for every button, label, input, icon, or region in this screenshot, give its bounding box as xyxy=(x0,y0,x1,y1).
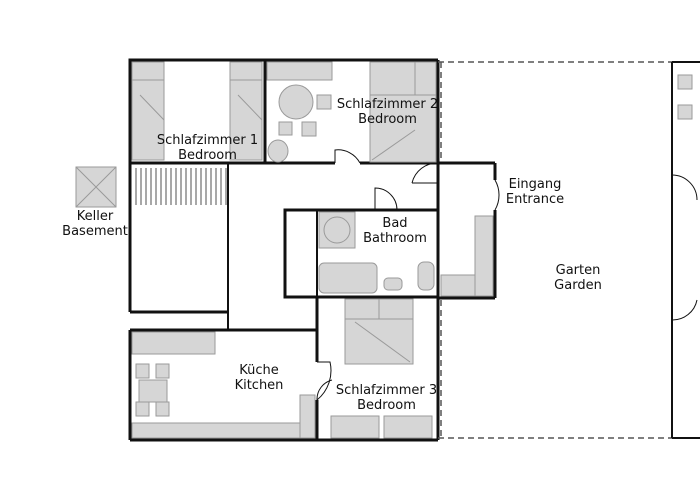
basement-name-en: Basement xyxy=(62,224,128,239)
bedroom3-label: Schlafzimmer 3 Bedroom xyxy=(329,383,444,413)
bedroom1-label: Schlafzimmer 1 Bedroom xyxy=(150,133,265,163)
kitchen-furniture xyxy=(131,331,316,439)
bathroom-name-de: Bad xyxy=(382,216,408,231)
chair xyxy=(155,363,170,379)
shoe-cabinet xyxy=(440,274,476,297)
round-table xyxy=(278,84,314,120)
entrance-furniture xyxy=(440,215,494,297)
chair xyxy=(155,401,170,417)
bed xyxy=(131,61,165,161)
basement-name-de: Keller xyxy=(76,209,114,224)
entrance-label: Eingang Entrance xyxy=(495,177,575,207)
bathtub xyxy=(318,262,378,294)
bedroom1-walls xyxy=(128,58,267,165)
entrance-name-en: Entrance xyxy=(505,192,565,207)
coat-rack xyxy=(474,215,494,297)
dining-table xyxy=(138,379,168,403)
bedroom1-name-de: Schlafzimmer 1 xyxy=(156,133,259,148)
garden-label: Garten Garden xyxy=(538,263,618,293)
chair xyxy=(301,121,317,137)
bedroom3-furniture xyxy=(330,298,433,439)
bed xyxy=(229,61,263,161)
counter xyxy=(131,422,301,439)
bedroom1-name-en: Bedroom xyxy=(178,148,237,163)
stair-steps xyxy=(135,168,227,205)
bedroom2-name-de: Schlafzimmer 2 xyxy=(336,97,439,112)
chair xyxy=(135,363,150,379)
bathroom-name-en: Bathroom xyxy=(363,231,427,246)
wardrobe xyxy=(266,61,333,81)
entrance-door xyxy=(494,179,500,211)
chair xyxy=(278,121,293,136)
kitchen-name-en: Kitchen xyxy=(234,378,284,393)
counter xyxy=(131,331,216,355)
kitchen-label: Küche Kitchen xyxy=(219,363,299,393)
garden-name-de: Garten xyxy=(555,263,601,278)
chair xyxy=(316,94,332,110)
basement-label: Keller Basement xyxy=(50,209,140,239)
shower xyxy=(318,211,356,249)
kitchen-name-de: Küche xyxy=(239,363,279,378)
bathroom-furniture xyxy=(318,211,435,294)
bedroom2-furniture xyxy=(266,61,437,163)
chair xyxy=(135,401,150,417)
bedroom2-door xyxy=(334,149,361,164)
walls xyxy=(128,58,497,442)
stairs xyxy=(75,166,227,208)
double-bed xyxy=(369,61,437,163)
bedroom3-door xyxy=(316,379,333,401)
entrance-name-de: Eingang xyxy=(508,177,562,192)
bathroom-label: Bad Bathroom xyxy=(350,216,440,246)
fridge xyxy=(299,394,316,439)
bedroom2-name-en: Bedroom xyxy=(358,112,417,127)
bathroom-door xyxy=(374,187,398,211)
toilet xyxy=(417,261,435,291)
sink xyxy=(383,277,403,291)
garden-boundary xyxy=(438,61,700,439)
garden-name-en: Garden xyxy=(554,278,602,293)
wardrobe xyxy=(330,415,380,439)
doors xyxy=(316,149,500,401)
bedroom2-label: Schlafzimmer 2 Bedroom xyxy=(330,97,445,127)
entrance-inner-door xyxy=(411,162,439,184)
bedroom3-name-en: Bedroom xyxy=(357,398,416,413)
armchair xyxy=(267,139,289,163)
bedroom3-name-de: Schlafzimmer 3 xyxy=(335,383,438,398)
bedroom1-furniture xyxy=(131,61,263,161)
wardrobe xyxy=(383,415,433,439)
